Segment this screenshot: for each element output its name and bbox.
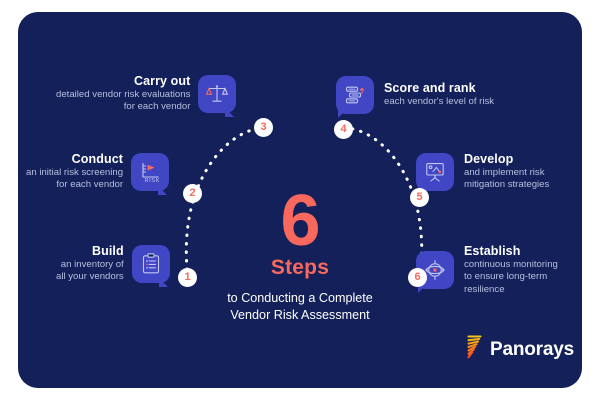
step-badge-6[interactable]: 6: [408, 268, 427, 287]
step-1-text: Build an inventory of all your vendors: [56, 244, 124, 284]
center-summary: 6 Steps to Conducting a Complete Vendor …: [18, 181, 582, 324]
step-2-title: Conduct: [71, 152, 124, 166]
panorays-flame-mark-icon: [466, 334, 483, 365]
step-6-title: Establish: [464, 244, 521, 258]
step-6-text: Establish continuous monitoring to ensur…: [464, 244, 558, 296]
step-1-title: Build: [91, 244, 124, 258]
step-5-description: and implement risk mitigation strategies: [464, 167, 550, 191]
step-2-description: an initial risk screening for each vendo…: [26, 167, 124, 191]
infographic-panel: Carry out detailed vendor risk evaluatio…: [18, 12, 582, 388]
step-3-text: Carry out detailed vendor risk evaluatio…: [56, 74, 190, 114]
clipboard-checklist-icon: [131, 244, 170, 287]
step-badge-2[interactable]: 2: [183, 184, 202, 203]
panorays-wordmark: Panorays: [490, 338, 574, 360]
step-4-score-and-rank[interactable]: Score and rank each vendor's level of ri…: [336, 76, 494, 118]
step-4-text: Score and rank each vendor's level of ri…: [384, 81, 494, 108]
steps-count-number: 6: [280, 181, 320, 261]
step-2-conduct[interactable]: Conduct an initial risk screening for ea…: [26, 152, 170, 195]
scales-balance-icon: [198, 74, 237, 117]
panorays-logo[interactable]: Panorays: [466, 334, 574, 365]
step-5-develop[interactable]: Develop and implement risk mitigation st…: [416, 152, 549, 195]
step-4-description: each vendor's level of risk: [384, 96, 495, 108]
step-5-title: Develop: [464, 152, 514, 166]
step-4-title: Score and rank: [384, 81, 476, 96]
steps-label: Steps: [270, 256, 330, 279]
step-badge-3[interactable]: 3: [254, 118, 273, 137]
infographic-tagline: to Conducting a Complete Vendor Risk Ass…: [227, 291, 373, 322]
step-3-carry-out[interactable]: Carry out detailed vendor risk evaluatio…: [56, 74, 237, 117]
step-6-description: continuous monitoring to ensure long-ter…: [464, 259, 558, 295]
ranking-bars-icon: [336, 76, 374, 118]
step-badge-5[interactable]: 5: [410, 188, 429, 207]
risk-gauge-icon: RISK: [131, 152, 170, 195]
step-badge-1[interactable]: 1: [178, 268, 197, 287]
step-1-description: an inventory of all your vendors: [56, 259, 124, 283]
step-2-text: Conduct an initial risk screening for ea…: [26, 152, 123, 192]
step-3-description: detailed vendor risk evaluations for eac…: [56, 89, 191, 113]
step-3-title: Carry out: [133, 74, 191, 88]
presentation-board-icon: [416, 152, 454, 195]
step-badge-4[interactable]: 4: [334, 120, 353, 139]
step-5-text: Develop and implement risk mitigation st…: [464, 152, 549, 192]
step-1-build[interactable]: Build an inventory of all your vendors: [56, 244, 170, 287]
svg-text:RISK: RISK: [145, 178, 160, 184]
